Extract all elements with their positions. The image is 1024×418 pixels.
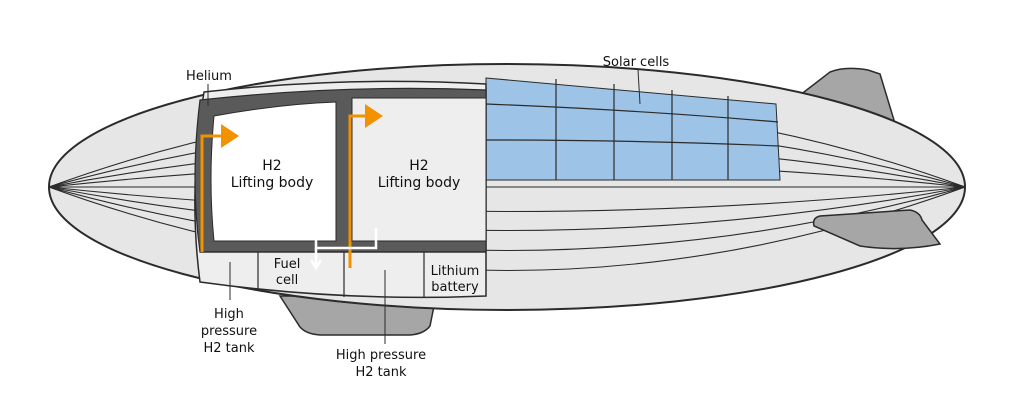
fuel-cell-line2: cell [276, 273, 298, 288]
h2-flow-arrows [200, 104, 383, 268]
lithium-battery-line2: battery [431, 280, 479, 295]
lifting-body-2-line1: H2 [409, 158, 428, 174]
lifting-body-1-line1: H2 [262, 158, 281, 174]
hp-tank-center-line2: H2 tank [355, 365, 406, 380]
lifting-body-1 [210, 101, 337, 242]
lifting-body-2-line2: Lifting body [378, 175, 461, 191]
fuel-cell-line1: Fuel [274, 257, 301, 272]
solar-cells-label: Solar cells [603, 55, 670, 70]
hp-tank-left-line2: pressure [201, 324, 257, 339]
lower-compartments [200, 251, 486, 298]
solar-panel [485, 77, 781, 181]
lifting-body-1-line2: Lifting body [231, 175, 314, 191]
leader-lines [207, 69, 641, 344]
helium-label: Helium [186, 69, 232, 84]
hp-tank-center-line1: High pressure [336, 348, 426, 363]
exhaust-arrow [309, 228, 378, 271]
hp-tank-left-line3: H2 tank [203, 341, 254, 356]
hp-tank-left-line1: High [214, 307, 244, 322]
side-rudder-fin [812, 209, 942, 250]
lithium-battery-line1: Lithium [431, 264, 480, 279]
